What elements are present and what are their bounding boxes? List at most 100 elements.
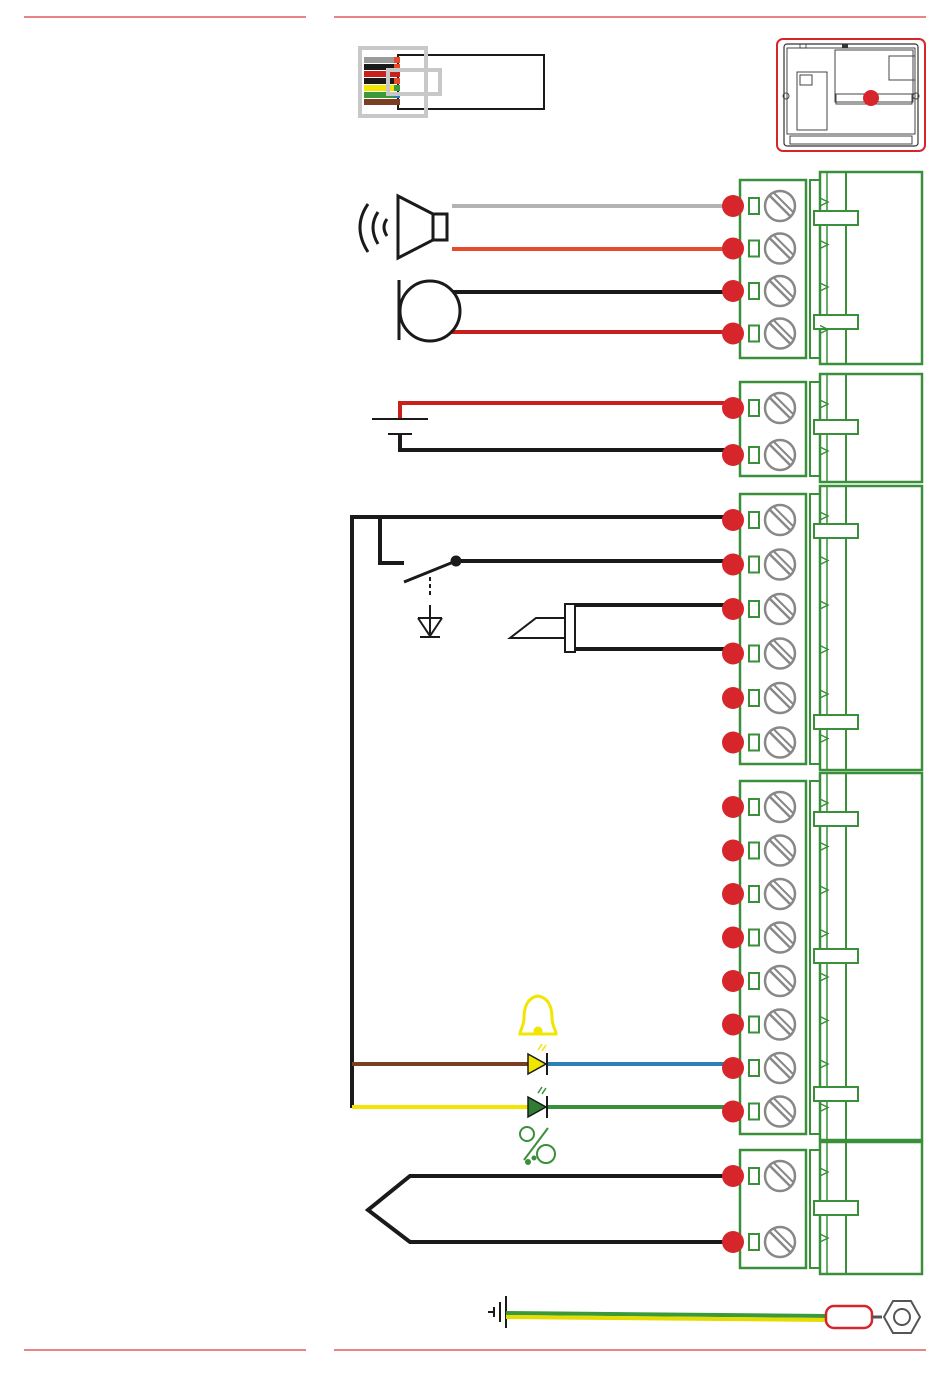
block-clip xyxy=(814,715,858,729)
ribbon-pin xyxy=(394,57,400,63)
wire-slot xyxy=(749,1104,759,1120)
terminal-screw[interactable] xyxy=(765,505,795,535)
green-led-icon xyxy=(528,1087,547,1118)
wire-slot xyxy=(749,326,759,342)
wire-slot xyxy=(749,690,759,706)
wire-slot xyxy=(749,447,759,463)
bell-icon xyxy=(520,996,556,1034)
terminal-dot xyxy=(722,970,744,992)
speaker-icon xyxy=(360,196,447,258)
microphone-icon xyxy=(399,280,460,341)
terminal-screw[interactable] xyxy=(765,923,795,953)
terminal-dot xyxy=(722,1014,744,1036)
wire-slot xyxy=(749,799,759,815)
terminal-screw[interactable] xyxy=(765,683,795,713)
terminal-blocks xyxy=(722,172,922,1274)
terminal-dot xyxy=(722,732,744,754)
terminal-dot xyxy=(722,509,744,531)
ribbon-wire xyxy=(364,57,396,63)
terminal-screw[interactable] xyxy=(765,1053,795,1083)
block-clip xyxy=(814,211,858,225)
terminal-screw[interactable] xyxy=(765,1010,795,1040)
ribbon-pin xyxy=(394,99,400,105)
wire-slot xyxy=(749,557,759,573)
terminal-screw[interactable] xyxy=(765,1097,795,1127)
terminal-screw[interactable] xyxy=(765,393,795,423)
terminal-dot xyxy=(722,444,744,466)
terminal-screw[interactable] xyxy=(765,276,795,306)
wire-slot xyxy=(749,1234,759,1250)
wire-slot xyxy=(749,1168,759,1184)
wire-slot xyxy=(749,400,759,416)
block-clip xyxy=(814,1087,858,1101)
terminal-screw[interactable] xyxy=(765,319,795,349)
terminal-screw[interactable] xyxy=(765,1227,795,1257)
wire-slot xyxy=(749,843,759,859)
terminal-screw[interactable] xyxy=(765,966,795,996)
terminal-screw[interactable] xyxy=(765,550,795,580)
wire-slot xyxy=(749,1060,759,1076)
terminal-screw[interactable] xyxy=(765,1161,795,1191)
block-clip xyxy=(814,1201,858,1215)
ribbon-pin xyxy=(394,78,400,84)
terminal-screw[interactable] xyxy=(765,594,795,624)
terminal-dot xyxy=(722,1231,744,1253)
block-clip xyxy=(814,420,858,434)
ring-terminal-icon xyxy=(826,1301,920,1333)
terminal-dot xyxy=(722,397,744,419)
terminal-screw[interactable] xyxy=(765,879,795,909)
wire-slot xyxy=(749,1017,759,1033)
terminal-dot xyxy=(722,840,744,862)
device-thumbnail-icon xyxy=(777,39,925,151)
battery-wire-black xyxy=(400,434,728,450)
terminal-dot xyxy=(722,927,744,949)
terminal-dot xyxy=(722,796,744,818)
terminal-screw[interactable] xyxy=(765,440,795,470)
terminal-screw[interactable] xyxy=(765,792,795,822)
terminal-dot xyxy=(722,687,744,709)
terminal-dot xyxy=(722,883,744,905)
ribbon-wire xyxy=(364,99,396,105)
ribbon-wire xyxy=(364,78,396,84)
block-clip xyxy=(814,949,858,963)
terminal-dot xyxy=(722,195,744,217)
switch-icon xyxy=(404,557,460,597)
terminal-screw[interactable] xyxy=(765,836,795,866)
terminal-dot xyxy=(722,1057,744,1079)
block-clip xyxy=(814,315,858,329)
ground-icon xyxy=(418,605,442,637)
wire-slot xyxy=(749,601,759,617)
ribbon-pin xyxy=(394,85,400,91)
earth-wire xyxy=(506,1313,826,1320)
wires xyxy=(352,206,728,1242)
terminal-dot xyxy=(722,280,744,302)
wire-slot xyxy=(749,886,759,902)
terminal-screw[interactable] xyxy=(765,191,795,221)
terminal-dot xyxy=(722,554,744,576)
terminal-dot xyxy=(722,238,744,260)
terminal-dot xyxy=(722,643,744,665)
block-clip xyxy=(814,524,858,538)
wire-slot xyxy=(749,973,759,989)
wire-slot xyxy=(749,930,759,946)
terminal-dot xyxy=(722,1165,744,1187)
wire-slot xyxy=(749,646,759,662)
terminal-screw[interactable] xyxy=(765,728,795,758)
wire-slot xyxy=(749,283,759,299)
terminal-dot xyxy=(722,598,744,620)
percent-icon xyxy=(520,1127,555,1164)
terminal-screw[interactable] xyxy=(765,234,795,264)
yellow-led-icon xyxy=(528,1044,547,1075)
terminal-screw[interactable] xyxy=(765,639,795,669)
sensor-wire xyxy=(368,1176,728,1242)
wire-slot xyxy=(749,735,759,751)
switch-wire-left xyxy=(380,517,404,563)
wire-slot xyxy=(749,241,759,257)
ribbon-connector-icon xyxy=(360,48,544,116)
probe-icon xyxy=(510,604,575,652)
terminal-block-inputs xyxy=(722,486,922,770)
battery-wire-red xyxy=(400,403,728,418)
wire-slot xyxy=(749,512,759,528)
terminal-block-outputs xyxy=(722,773,922,1140)
